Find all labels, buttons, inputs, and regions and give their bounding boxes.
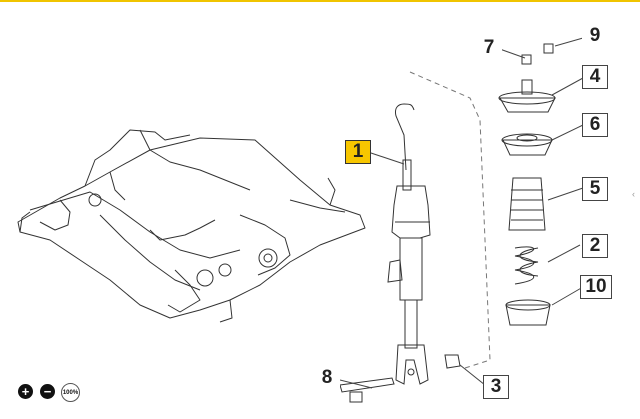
callout-5[interactable]: 5 — [582, 177, 608, 201]
bump-stop-drawing — [508, 177, 546, 231]
leader-lines — [339, 37, 584, 389]
plus-circle-icon: + — [21, 384, 30, 399]
fasteners-drawing — [339, 354, 461, 403]
top-mount-drawing — [498, 43, 556, 156]
spring-drawing — [514, 246, 539, 285]
minus-circle-icon: − — [43, 384, 52, 399]
zoom-out-button[interactable]: − — [40, 384, 55, 399]
callout-10[interactable]: 10 — [580, 275, 612, 299]
callout-7[interactable]: 7 — [476, 36, 502, 60]
spring-seat-drawing — [505, 299, 551, 326]
callout-3[interactable]: 3 — [483, 375, 509, 399]
callout-4[interactable]: 4 — [582, 65, 608, 89]
callout-9[interactable]: 9 — [582, 24, 608, 48]
zoom-100-icon: 100% — [62, 389, 79, 396]
callout-1[interactable]: 1 — [345, 140, 371, 164]
callout-8[interactable]: 8 — [314, 366, 340, 390]
subframe-drawing — [17, 129, 366, 323]
zoom-in-button[interactable]: + — [18, 384, 33, 399]
accent-bar — [0, 0, 640, 2]
zoom-reset-button[interactable]: 100% — [61, 383, 80, 402]
callout-2[interactable]: 2 — [582, 234, 608, 258]
callout-6[interactable]: 6 — [582, 113, 608, 137]
dashed-assembly-outline — [409, 71, 491, 369]
chevron-left-icon[interactable]: ‹ — [632, 189, 635, 199]
shock-absorber-drawing — [387, 103, 431, 385]
